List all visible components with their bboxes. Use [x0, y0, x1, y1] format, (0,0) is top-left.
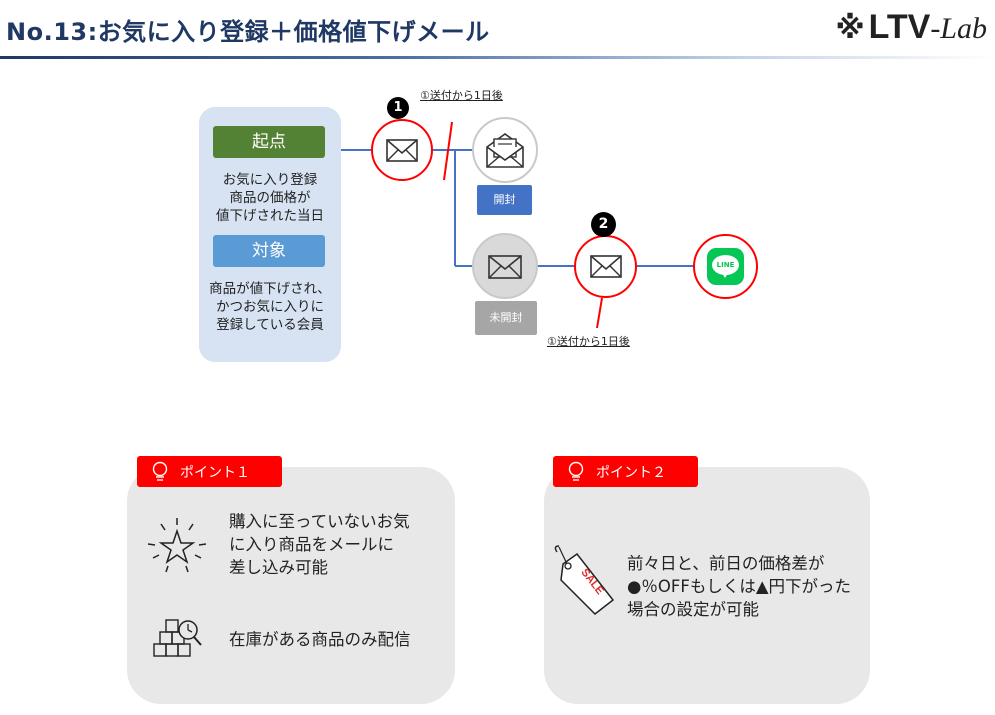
point-1-title: ポイント１: [180, 464, 250, 481]
header-divider: [0, 56, 995, 59]
target-line: かつお気に入りに: [216, 299, 324, 315]
unopened-status-tag: 未開封: [475, 301, 537, 335]
delay1-marker: [443, 121, 453, 181]
target-line: 登録している会員: [216, 317, 324, 333]
point-1-item-1-text: 購入に至っていないお気 に入り商品をメールに 差し込み可能: [229, 510, 410, 579]
text-line: 差し込み可能: [229, 558, 328, 577]
text-line: 購入に至っていないお気: [229, 512, 410, 531]
start-condition: お気に入り登録 商品の価格が 値下げされた当日: [199, 171, 341, 225]
inventory-boxes-icon: [153, 619, 202, 657]
point-1-header: ポイント１: [137, 456, 282, 487]
logo-mark: ※: [835, 11, 865, 46]
target-line: 商品が値下げされ、: [209, 281, 331, 297]
envelope-icon: [386, 139, 418, 162]
delay2-marker: [596, 297, 603, 329]
opened-status-tag: 開封: [477, 185, 532, 215]
text-line: 場合の設定が可能: [627, 600, 759, 619]
ltv-lab-logo: ※ LTV -Lab: [835, 8, 987, 48]
delay-caption-2: ①送付から1日後: [547, 335, 630, 348]
unopened-node: [472, 233, 538, 299]
step-1-badge: 1: [387, 97, 409, 119]
start-line: 商品の価格が: [229, 190, 311, 206]
step-2-badge: 2: [591, 212, 616, 237]
envelope-icon: [488, 255, 522, 279]
logo-sub-text: -Lab: [930, 12, 987, 45]
page-title: No.13:お気に入り登録＋価格値下げメール: [6, 18, 490, 46]
line-app-icon: LINE: [707, 248, 744, 285]
lightbulb-icon: [568, 461, 584, 481]
start-label: 起点: [213, 126, 325, 158]
open-envelope-icon: [486, 133, 524, 168]
text-line: 前々日と、前日の価格差が: [627, 554, 825, 573]
target-condition: 商品が値下げされ、 かつお気に入りに 登録している会員: [199, 280, 341, 334]
text-line: に入り商品をメールに: [229, 535, 394, 554]
envelope-icon: [590, 255, 622, 278]
mail-node-2: [574, 235, 637, 298]
target-label: 対象: [213, 235, 325, 267]
sale-tag-icon: SALE: [554, 545, 615, 615]
star-sparkle-icon: [147, 518, 207, 573]
text-line: ●％OFFもしくは▲円下がった: [627, 577, 852, 596]
logo-main-text: LTV: [868, 8, 931, 46]
start-line: 値下げされた当日: [216, 208, 324, 224]
opened-node: [472, 117, 538, 183]
line-icon-label: LINE: [712, 255, 739, 275]
point-1-item-2-text: 在庫がある商品のみ配信: [229, 630, 411, 649]
start-line: お気に入り登録: [222, 172, 318, 188]
start-panel: 起点 お気に入り登録 商品の価格が 値下げされた当日 対象 商品が値下げされ、 …: [199, 107, 341, 362]
mail-node-1: [371, 119, 433, 181]
point-2-header: ポイント２: [553, 456, 698, 487]
line-node: LINE: [693, 234, 758, 299]
point-2-item-1-text: 前々日と、前日の価格差が ●％OFFもしくは▲円下がった 場合の設定が可能: [627, 552, 851, 621]
lightbulb-icon: [152, 461, 168, 481]
point-2-title: ポイント２: [596, 464, 666, 481]
point-card-1: [127, 467, 455, 704]
delay-caption-1: ①送付から1日後: [420, 89, 503, 102]
